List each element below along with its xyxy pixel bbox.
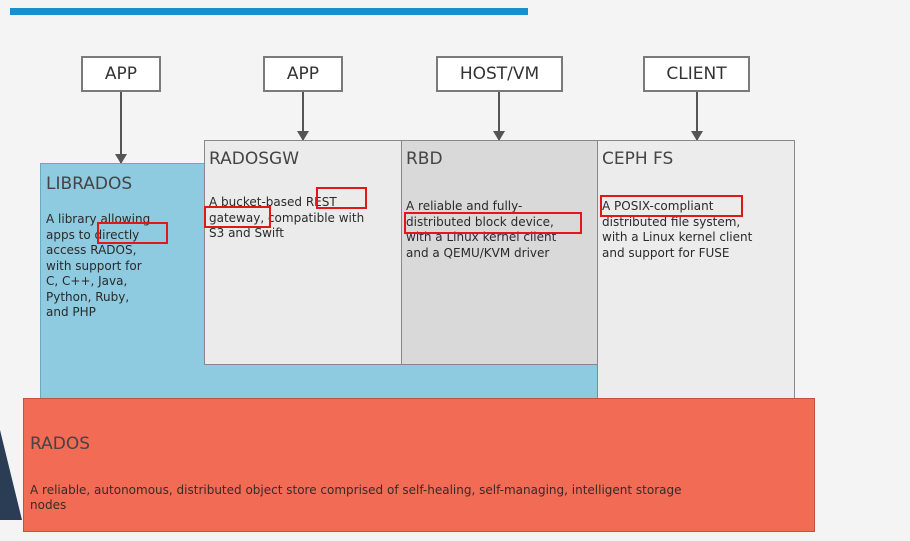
cephfs-desc-line: with a Linux kernel client: [602, 230, 753, 244]
radosgw-description: A bucket-based REST gateway, compatible …: [209, 195, 364, 242]
cephfs-desc-line: distributed file system,: [602, 214, 741, 229]
host-vm-box: HOST/VM: [436, 56, 563, 92]
app-box-1-label: APP: [104, 64, 138, 84]
highlight-directly: [97, 222, 168, 244]
librados-desc-line: with support for: [46, 258, 142, 273]
cephfs-title: CEPH FS: [602, 149, 674, 169]
rados-title: RADOS: [30, 434, 91, 454]
community-logo: [758, 0, 878, 46]
librados-desc-line: and PHP: [46, 305, 96, 319]
librados-desc-line: access RADOS,: [46, 243, 137, 257]
rados-desc-line: nodes: [30, 498, 67, 512]
cephfs-description: A POSIX-compliant distributed file syste…: [602, 199, 752, 261]
arrow-hostvm-to-rbd: [493, 92, 505, 141]
cephfs-desc-line: and support for FUSE: [602, 245, 730, 260]
radosgw-panel: RADOSGW A bucket-based REST gateway, com…: [204, 140, 402, 365]
rbd-desc-line: distributed block device,: [406, 214, 554, 229]
librados-desc-line: apps to directly: [46, 227, 140, 242]
rbd-desc-line: A reliable and fully-: [406, 199, 523, 213]
librados-title: LIBRADOS: [46, 174, 133, 194]
rbd-panel: RBD A reliable and fully- distributed bl…: [401, 140, 598, 365]
cephfs-panel: CEPH FS A POSIX-compliant distributed fi…: [597, 140, 795, 418]
host-vm-box-label: HOST/VM: [459, 64, 540, 84]
corner-decoration: [0, 430, 22, 520]
arrow-client-to-cephfs: [691, 92, 703, 141]
highlight-rest: [316, 187, 367, 209]
radosgw-desc-line: S3 and Swift: [209, 226, 284, 240]
radosgw-title: RADOSGW: [209, 149, 299, 169]
app-box-2-label: APP: [286, 64, 320, 84]
rados-panel: RADOS A reliable, autonomous, distribute…: [23, 398, 815, 532]
arrow-app-to-librados: [115, 92, 127, 164]
client-box: CLIENT: [643, 56, 750, 92]
radosgw-desc-line: A bucket-based REST: [209, 195, 337, 209]
app-box-1: APP: [81, 56, 161, 92]
app-box-2: APP: [263, 56, 343, 92]
accent-bar: [10, 8, 528, 15]
radosgw-desc-line: gateway, compatible with: [209, 210, 365, 225]
highlight-posix-compliant: [600, 195, 743, 217]
librados-desc-line: C, C++, Java,: [46, 274, 128, 288]
arrow-app-to-radosgw: [297, 92, 309, 141]
rados-desc-line: A reliable, autonomous, distributed obje…: [30, 483, 682, 497]
librados-desc-line: Python, Ruby,: [46, 289, 130, 304]
rados-description: A reliable, autonomous, distributed obje…: [30, 483, 682, 513]
librados-description: A library allowing apps to directly acce…: [46, 212, 150, 321]
cephfs-desc-line: A POSIX-compliant: [602, 199, 714, 213]
client-box-label: CLIENT: [666, 64, 727, 84]
highlight-gateway: [204, 206, 271, 228]
rbd-title: RBD: [406, 149, 443, 169]
rbd-desc-line: and a QEMU/KVM driver: [406, 245, 550, 260]
highlight-distributed-block-device: [404, 212, 582, 234]
